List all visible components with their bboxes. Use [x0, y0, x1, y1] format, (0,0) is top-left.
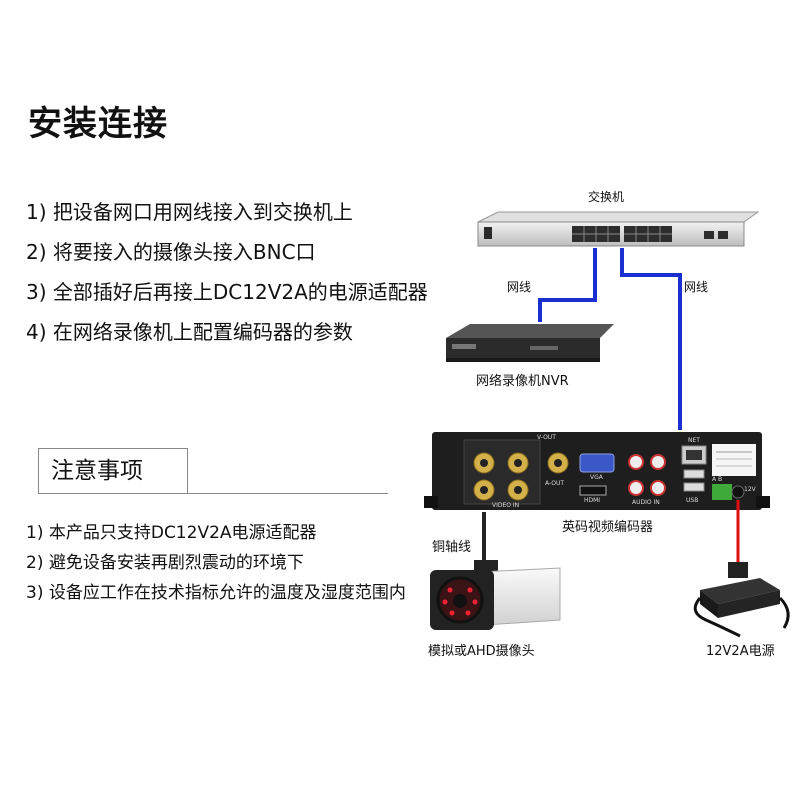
video-in-label: VIDEO IN: [492, 502, 520, 509]
audio-in-label: AUDIO IN: [632, 499, 660, 506]
hdmi-label: HDMI: [584, 497, 601, 504]
notice-item-1: 1) 本产品只支持DC12V2A电源适配器: [26, 523, 317, 543]
aout-label: A-OUT: [545, 480, 565, 487]
power-adapter: [693, 562, 790, 638]
usb-label: USB: [686, 497, 699, 504]
camera-label: 模拟或AHD摄像头: [428, 644, 535, 659]
cable-label-right: 网线: [684, 280, 709, 294]
nvr-label: 网络录像机NVR: [476, 374, 569, 389]
cable-label-left: 网线: [507, 280, 532, 294]
vout-label: V-OUT: [537, 434, 556, 441]
rs485-label: A B: [712, 476, 723, 483]
nvr-device: [446, 324, 614, 362]
vga-label: VGA: [590, 474, 603, 481]
encoder-device: [424, 432, 770, 510]
notice-item-2: 2) 避免设备安装再剧烈震动的环境下: [26, 553, 304, 573]
network-cable-encoder: [620, 248, 682, 430]
page-title: 安装连接: [28, 104, 168, 144]
notice-divider: [38, 493, 388, 494]
network-cable-nvr: [538, 248, 597, 322]
step-3: 3) 全部插好后再接上DC12V2A的电源适配器: [26, 280, 428, 304]
encoder-label: 英码视频编码器: [562, 520, 654, 535]
network-switch: [477, 211, 760, 247]
switch-label: 交换机: [588, 190, 625, 204]
net-label: NET: [688, 437, 700, 444]
power-label: 12V2A电源: [706, 644, 775, 659]
notice-item-3: 3) 设备应工作在技术指标允许的温度及湿度范围内: [26, 583, 406, 603]
step-4: 4) 在网络录像机上配置编码器的参数: [26, 320, 353, 344]
notice-list: 1) 本产品只支持DC12V2A电源适配器 2) 避免设备安装再剧烈震动的环境下…: [26, 518, 406, 608]
camera-device: [430, 560, 561, 630]
install-steps: 1) 把设备网口用网线接入到交换机上 2) 将要接入的摄像头接入BNC口 3) …: [26, 192, 428, 352]
step-2: 2) 将要接入的摄像头接入BNC口: [26, 240, 316, 264]
coax-label: 铜轴线: [432, 540, 472, 555]
dc-label: 12V: [744, 486, 756, 493]
step-1: 1) 把设备网口用网线接入到交换机上: [26, 200, 353, 224]
